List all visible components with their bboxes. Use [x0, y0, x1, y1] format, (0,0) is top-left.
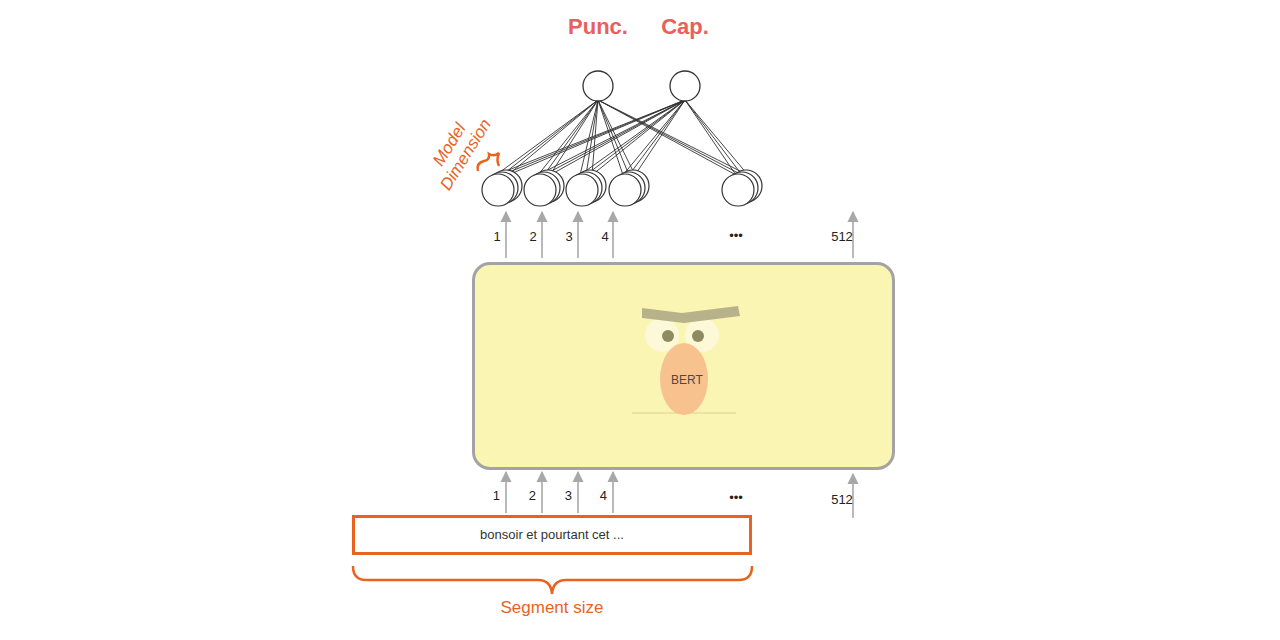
encoder-fill	[473, 263, 894, 469]
weight-line	[635, 100, 685, 175]
weight-line	[685, 100, 742, 175]
weight-line	[550, 100, 685, 175]
position-number: 512	[831, 493, 853, 507]
output-name: Punc.	[558, 14, 638, 40]
position-number: 2	[529, 230, 536, 244]
token-arrow	[577, 472, 579, 513]
input-segment: bonsoir et pourtant cet ...	[352, 515, 752, 555]
output-neuron: Punc.	[558, 14, 638, 102]
ellipsis: •••	[729, 491, 743, 505]
position-number: 3	[565, 230, 572, 244]
weight-line	[623, 100, 685, 175]
weight-line	[685, 100, 748, 175]
weight-line	[629, 100, 685, 175]
bert-face	[632, 306, 740, 415]
input-text: bonsoir et pourtant cet ...	[480, 527, 624, 543]
segment-brace	[353, 566, 752, 594]
output-name: Cap.	[645, 14, 725, 40]
weight-line	[496, 100, 685, 175]
output-arrows	[506, 212, 853, 258]
output-neuron: Cap.	[645, 14, 725, 102]
token-arrow	[612, 472, 614, 513]
weight-line	[685, 100, 736, 175]
weight-line	[592, 100, 685, 175]
neuron-circle	[670, 71, 700, 101]
neuron-circle	[583, 71, 613, 101]
position-number: 4	[601, 230, 608, 244]
ellipsis: •••	[729, 229, 743, 243]
neuron-connections	[496, 100, 748, 175]
token-arrow	[541, 472, 543, 513]
position-number: 1	[493, 230, 500, 244]
position-number: 4	[600, 487, 607, 502]
weight-line	[508, 100, 598, 175]
token-arrow	[505, 472, 507, 513]
hidden-neuron	[722, 174, 754, 206]
hidden-neuron	[482, 174, 514, 206]
weight-line	[598, 100, 635, 175]
segment-label: Segment size	[501, 599, 604, 618]
hidden-neuron	[609, 174, 641, 206]
weight-line	[544, 100, 685, 175]
weight-line	[550, 100, 598, 175]
weight-line	[538, 100, 685, 175]
weight-line	[598, 100, 748, 175]
model-name: BERT	[657, 373, 717, 387]
encoder-box: BERT	[472, 262, 895, 470]
weight-line	[496, 100, 598, 175]
position-number: 1	[493, 487, 500, 502]
dimension-brace	[478, 153, 499, 171]
position-number: 512	[831, 230, 853, 244]
weight-line	[502, 100, 685, 175]
dimension-label: Model Dimension	[421, 106, 495, 194]
weight-line	[508, 100, 685, 175]
hidden-neurons	[482, 170, 762, 206]
weight-line	[538, 100, 598, 175]
weight-line	[598, 100, 629, 175]
hidden-neuron	[524, 174, 556, 206]
hidden-neuron	[566, 174, 598, 206]
weight-line	[502, 100, 598, 175]
position-number: 2	[529, 487, 536, 502]
position-number: 3	[565, 487, 572, 502]
